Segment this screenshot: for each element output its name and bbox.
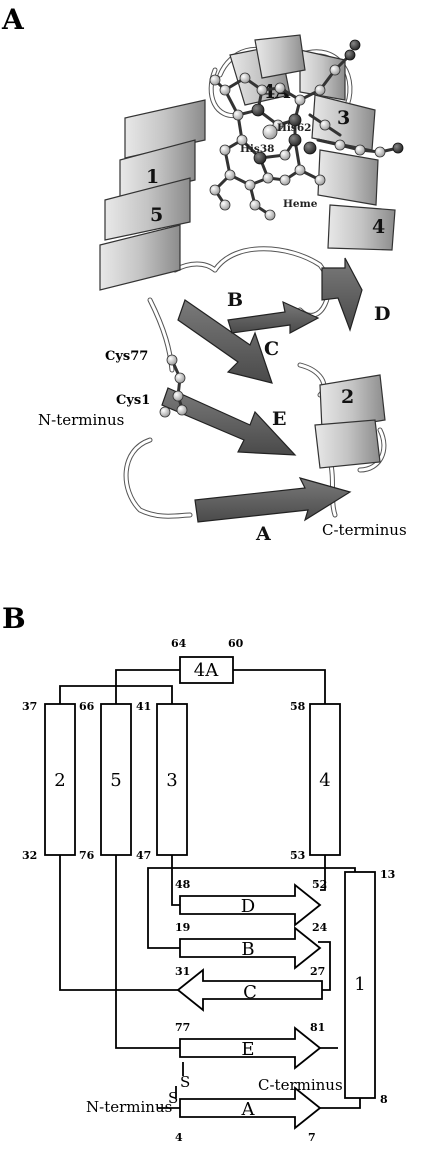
strand-e-arrow-label: E [241,1039,254,1060]
helix-3-label: 3 [337,107,350,129]
helix-3-box-label: 3 [166,770,177,791]
helix-2-label: 1 [146,166,159,188]
heme-label: Heme [283,198,318,210]
strand-a-start-num: 4 [175,1131,183,1144]
helix-1-box: 1 [344,871,376,1099]
disulfide-s-lower: S [168,1089,178,1107]
helix-5-box: 5 [100,703,132,856]
helix-4a-box-label: 4A [194,660,219,681]
strand-e-end-num: 81 [310,1021,325,1034]
topology-connections [59,669,361,1109]
helix-2-box-label: 2 [54,770,65,791]
helix-3-box: 3 [156,703,188,856]
helix-3-bottom-num: 47 [136,849,151,862]
strand-b-end-num: 24 [312,921,328,934]
n-terminus-label-a: N-terminus [38,411,124,429]
strand-c-arrow: C [176,968,323,1012]
helix-4a-box: 4A [179,656,234,684]
his38-label: His38 [240,143,274,155]
panel-b-label: B [2,602,26,635]
strand-e-label: E [272,408,286,430]
helix-5-top-num: 66 [79,700,95,713]
strand-b-arrow-label: B [241,939,254,960]
heme-ball-and-stick [209,39,404,221]
helix-4-top-num: 58 [290,700,306,713]
strand-c-end-num: 31 [175,965,190,978]
cys1-label: Cys1 [116,393,150,408]
strand-b-start-num: 19 [175,921,190,934]
panel-b: B [2,602,395,1144]
strand-d-label: D [374,303,390,325]
strand-d-start-num: 48 [175,878,191,891]
strand-a-arrow: A [179,1086,322,1130]
strand-d-ribbon [321,257,363,332]
helix-4a-end-num: 60 [228,637,244,650]
helix-4a-start-num: 64 [171,637,187,650]
strand-a-end-num: 7 [308,1131,316,1144]
strand-d-arrow-label: D [241,896,255,917]
strand-d-arrow: D [179,883,322,927]
n-terminus-label-b: N-terminus [86,1098,172,1116]
strand-c-arrow-label: C [243,982,257,1003]
strand-a-label: A [255,523,271,545]
helix-5-label: 5 [150,204,163,226]
c-terminus-label-a: C-terminus [322,521,407,539]
his62-label: His62 [277,122,311,134]
helix-4-box: 4 [309,703,341,856]
beta-strands [161,257,363,523]
c-terminus-label-b: C-terminus [258,1076,343,1094]
panel-a: A [1,3,407,545]
helix-4-box-label: 4 [319,770,330,791]
strand-c-ribbon [177,299,273,384]
strand-b-ribbon [227,300,320,335]
strand-b-arrow: B [179,926,322,970]
helix-3-top-num: 41 [136,700,151,713]
helix-2-bottom-num: 32 [22,849,37,862]
helix-1-top-num: 13 [380,868,395,881]
helix-2-5-ribbon [99,99,206,291]
helix-5-box-label: 5 [110,770,121,791]
helix-1-ribbon [314,374,386,469]
strand-a-ribbon [194,477,352,523]
helix-5-bottom-num: 76 [79,849,95,862]
disulfide-s-upper: S [180,1073,190,1091]
strand-e-ribbon [161,387,297,456]
helix-4-bottom-num: 53 [290,849,305,862]
strand-c-label: C [264,338,279,360]
helix-2-box: 2 [44,703,76,856]
strand-c-start-num: 27 [310,965,325,978]
strand-d-end-num: 52 [312,878,327,891]
helix-3-4-ribbon [299,49,396,251]
helix-4-label: 4 [372,216,385,238]
helix-1-box-label: 1 [354,974,365,995]
strand-b-label: B [227,289,243,311]
strand-a-arrow-label: A [241,1099,256,1120]
panel-a-label: A [1,3,25,36]
cys77-label: Cys77 [105,349,148,364]
strand-e-arrow: E [179,1026,322,1070]
strand-e-start-num: 77 [175,1021,190,1034]
helix-1-label: 2 [341,386,354,408]
helix-2-top-num: 37 [22,700,37,713]
helix-1-bottom-num: 8 [380,1093,388,1106]
disulfide-bond-ball-and-stick [159,354,188,418]
